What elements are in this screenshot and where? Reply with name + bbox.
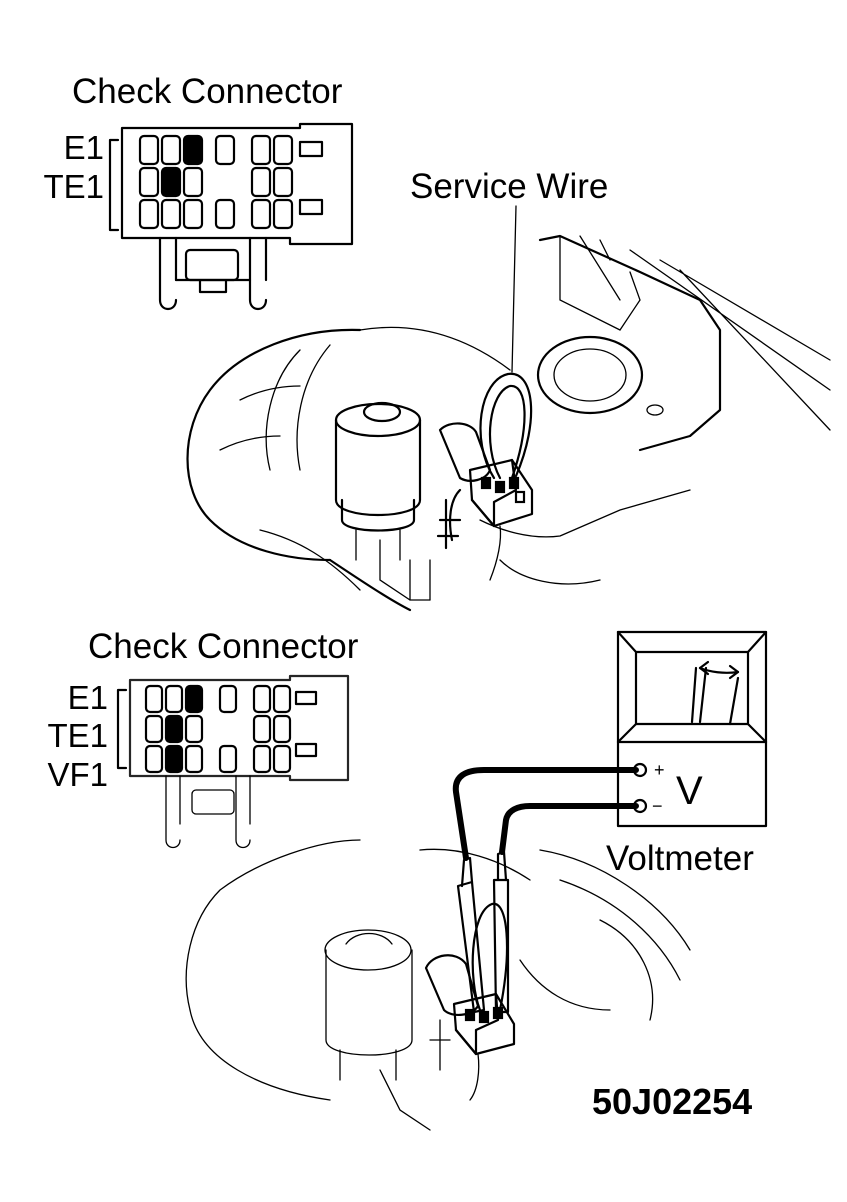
voltmeter-label: Voltmeter <box>606 839 754 878</box>
check-connector-top <box>108 122 354 311</box>
pin-label-e1-bottom: E1 <box>68 679 108 716</box>
pin-label-e1-top: E1 <box>64 129 104 166</box>
voltmeter-plus-sign: + <box>654 760 665 780</box>
figure-code: 50J02254 <box>592 1081 752 1122</box>
negative-lead <box>499 803 639 855</box>
positive-lead <box>452 767 639 861</box>
voltmeter-symbol: V <box>676 769 703 813</box>
engine-bay-bottom <box>185 839 691 1131</box>
voltmeter-minus-sign: − <box>652 796 663 816</box>
pin-label-vf1-bottom: VF1 <box>47 756 108 793</box>
e1-cavity-top <box>182 134 204 166</box>
check-connector-title-bottom: Check Connector <box>88 627 359 666</box>
service-wire-label: Service Wire <box>410 167 608 206</box>
te1-cavity-bottom <box>164 714 184 744</box>
check-connector-bottom <box>116 674 350 849</box>
pin-label-te1-bottom: TE1 <box>47 717 108 754</box>
vf1-cavity-bottom <box>164 744 184 774</box>
voltmeter <box>616 630 768 828</box>
te1-cavity-top <box>160 166 182 198</box>
e1-cavity-bottom <box>184 684 204 714</box>
check-connector-title-top: Check Connector <box>72 72 343 111</box>
engine-bay-top <box>186 205 831 612</box>
pin-label-te1-top: TE1 <box>43 168 104 205</box>
